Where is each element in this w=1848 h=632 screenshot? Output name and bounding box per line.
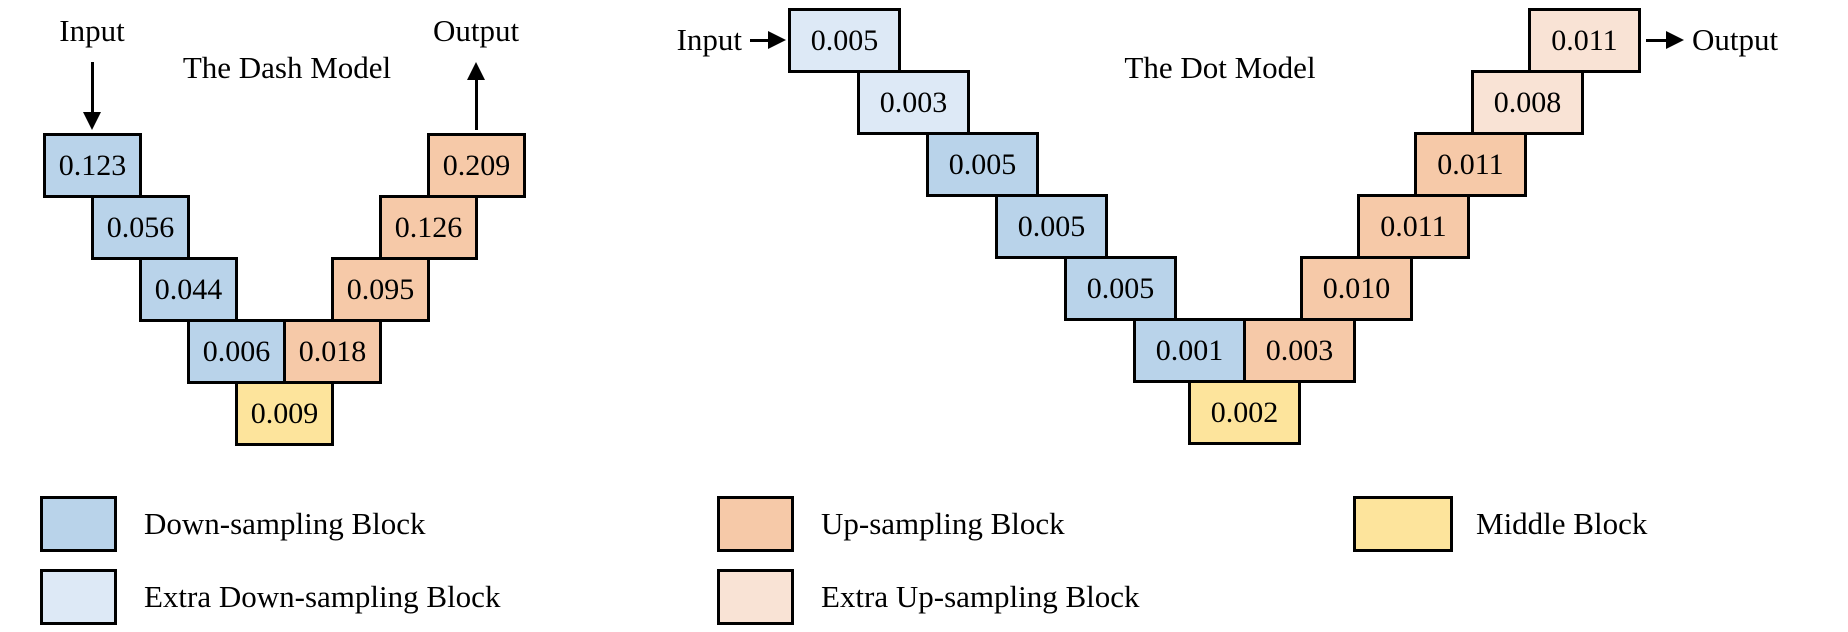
legend-swatch-extra-up — [717, 569, 794, 625]
up-block: 0.011 — [1357, 194, 1470, 259]
output-arrow-icon-line — [474, 76, 478, 130]
legend-swatch-middle — [1353, 496, 1453, 552]
down-block: 0.001 — [1133, 318, 1246, 383]
up-block: 0.095 — [331, 257, 430, 322]
down-block: 0.005 — [926, 132, 1039, 197]
up-block: 0.011 — [1414, 132, 1527, 197]
middle-block: 0.002 — [1188, 380, 1301, 445]
down-block: 0.056 — [91, 195, 190, 260]
middle-block: 0.009 — [235, 381, 334, 446]
output-arrow-icon-head — [1666, 31, 1684, 49]
output-label: Output — [432, 13, 520, 48]
input-arrow-icon-line — [750, 38, 772, 42]
input-arrow-icon-head — [768, 31, 786, 49]
down-block: 0.005 — [995, 194, 1108, 259]
legend-swatch-up — [717, 496, 794, 552]
up-block: 0.126 — [379, 195, 478, 260]
extra-down-block: 0.003 — [857, 70, 970, 135]
input-label: Input — [676, 22, 742, 57]
legend-label: Down-sampling Block — [144, 506, 426, 541]
input-arrow-icon-line — [90, 62, 94, 116]
input-arrow-icon-head — [83, 112, 101, 130]
model-title: The Dash Model — [182, 50, 392, 85]
up-block: 0.209 — [427, 133, 526, 198]
legend-label: Middle Block — [1476, 506, 1648, 541]
legend-label: Extra Down-sampling Block — [144, 579, 501, 614]
down-block: 0.006 — [187, 319, 286, 384]
extra-up-block: 0.008 — [1471, 70, 1584, 135]
output-arrow-icon-head — [467, 62, 485, 80]
legend-label: Extra Up-sampling Block — [821, 579, 1140, 614]
legend-label: Up-sampling Block — [821, 506, 1065, 541]
model-title: The Dot Model — [1124, 50, 1316, 85]
extra-up-block: 0.011 — [1528, 8, 1641, 73]
up-block: 0.018 — [283, 319, 382, 384]
extra-down-block: 0.005 — [788, 8, 901, 73]
up-block: 0.010 — [1300, 256, 1413, 321]
legend-swatch-extra-down — [40, 569, 117, 625]
down-block: 0.044 — [139, 257, 238, 322]
down-block: 0.005 — [1064, 256, 1177, 321]
input-label: Input — [59, 13, 125, 48]
output-arrow-icon-line — [1646, 38, 1670, 42]
up-block: 0.003 — [1243, 318, 1356, 383]
output-label: Output — [1692, 22, 1779, 57]
down-block: 0.123 — [43, 133, 142, 198]
legend-swatch-down — [40, 496, 117, 552]
